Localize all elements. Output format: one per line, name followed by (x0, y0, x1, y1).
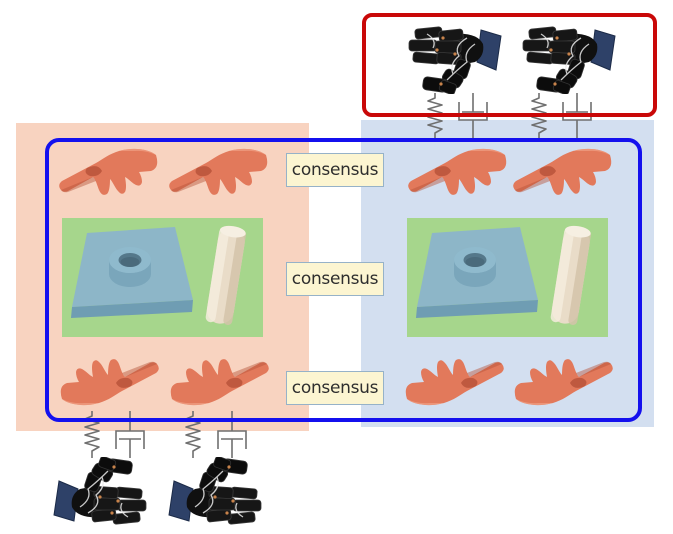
spring-icon (82, 411, 102, 458)
human-hand-open-icon (167, 356, 271, 408)
human-hand-open-icon (511, 356, 615, 408)
human-hand-pointing-icon (57, 146, 161, 198)
object-panel-left (62, 218, 263, 337)
robot-hand-icon (397, 24, 504, 94)
object-panel-right (407, 218, 608, 337)
spring-icon (529, 93, 549, 140)
spring-icon (183, 411, 203, 458)
consensus-label-bottom: consensus (286, 371, 384, 405)
human-hand-pointing-icon (406, 146, 510, 198)
damper-icon (112, 411, 148, 458)
human-hand-pointing-icon (167, 146, 271, 198)
robot-hand-icon (51, 457, 158, 527)
robot-hand-icon (166, 457, 273, 527)
human-hand-pointing-icon (511, 146, 615, 198)
spring-icon (425, 93, 445, 140)
damper-icon (559, 93, 595, 140)
consensus-label-middle: consensus (286, 262, 384, 296)
damper-icon (214, 411, 250, 458)
damper-icon (455, 93, 491, 140)
human-hand-open-icon (57, 356, 161, 408)
robot-hand-icon (511, 24, 618, 94)
human-hand-open-icon (402, 356, 506, 408)
consensus-label-top: consensus (286, 153, 384, 187)
